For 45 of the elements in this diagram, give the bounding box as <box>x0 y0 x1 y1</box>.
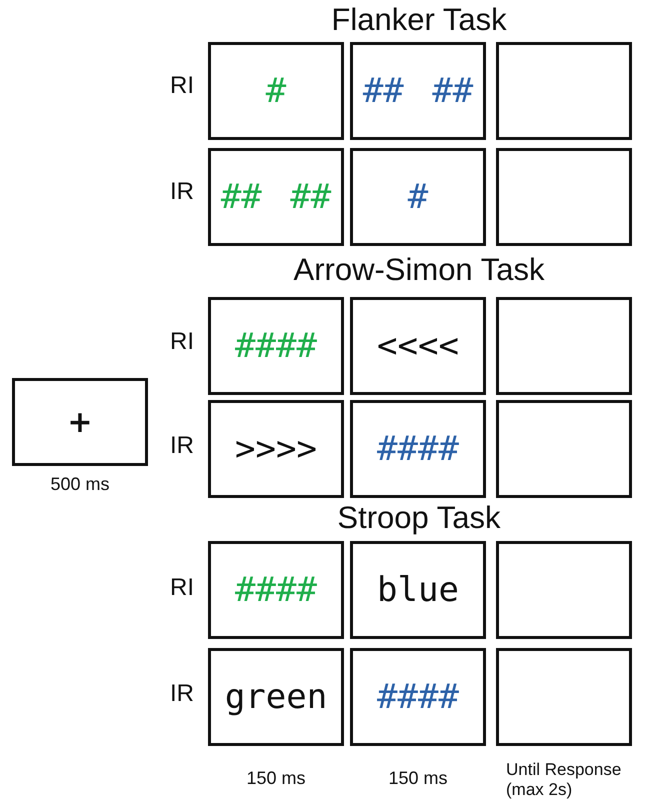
duration-label: Until Response (max 2s) <box>506 760 622 800</box>
stimulus-screen <box>350 648 486 746</box>
stimulus-text: green <box>224 677 328 717</box>
condition-label: IR <box>169 178 195 206</box>
section-title: Flanker Task <box>330 2 508 38</box>
blank-screen <box>496 400 632 498</box>
stimulus-text: ## ## <box>362 71 474 111</box>
blank-screen <box>496 297 632 395</box>
stimulus-screen <box>350 541 486 639</box>
stimulus-text: #### <box>377 677 459 717</box>
stimulus-screen <box>12 378 148 466</box>
duration-label: 150 ms <box>245 768 307 789</box>
stimulus-screen <box>350 42 486 140</box>
stimulus-text: #### <box>235 326 317 366</box>
stimulus-screen <box>208 148 344 246</box>
section-title: Stroop Task <box>336 500 502 536</box>
stimulus-text: ## ## <box>220 177 332 217</box>
stimulus-text: #### <box>235 570 317 610</box>
condition-label: RI <box>169 328 195 356</box>
stimulus-screen <box>208 42 344 140</box>
duration-label: 150 ms <box>387 768 449 789</box>
stimulus-screen <box>350 297 486 395</box>
blank-screen <box>496 541 632 639</box>
blank-screen <box>496 148 632 246</box>
stimulus-screen <box>208 648 344 746</box>
condition-label: IR <box>169 432 195 460</box>
stimulus-screen <box>208 400 344 498</box>
fixation-cross: + <box>67 404 93 440</box>
stimulus-text: >>>> <box>235 429 317 469</box>
stimulus-text: <<<< <box>377 326 459 366</box>
stimulus-text: #### <box>377 429 459 469</box>
condition-label: IR <box>169 680 195 708</box>
duration-label: 500 ms <box>49 474 111 495</box>
stimulus-screen <box>208 541 344 639</box>
stimulus-screen <box>350 148 486 246</box>
condition-label: RI <box>169 574 195 602</box>
blank-screen <box>496 42 632 140</box>
stimulus-text: blue <box>377 570 459 610</box>
stimulus-screen <box>208 297 344 395</box>
blank-screen <box>496 648 632 746</box>
section-title: Arrow-Simon Task <box>292 252 546 288</box>
condition-label: RI <box>169 72 195 100</box>
stimulus-text: # <box>408 177 428 217</box>
stimulus-screen <box>350 400 486 498</box>
stimulus-text: # <box>266 71 286 111</box>
